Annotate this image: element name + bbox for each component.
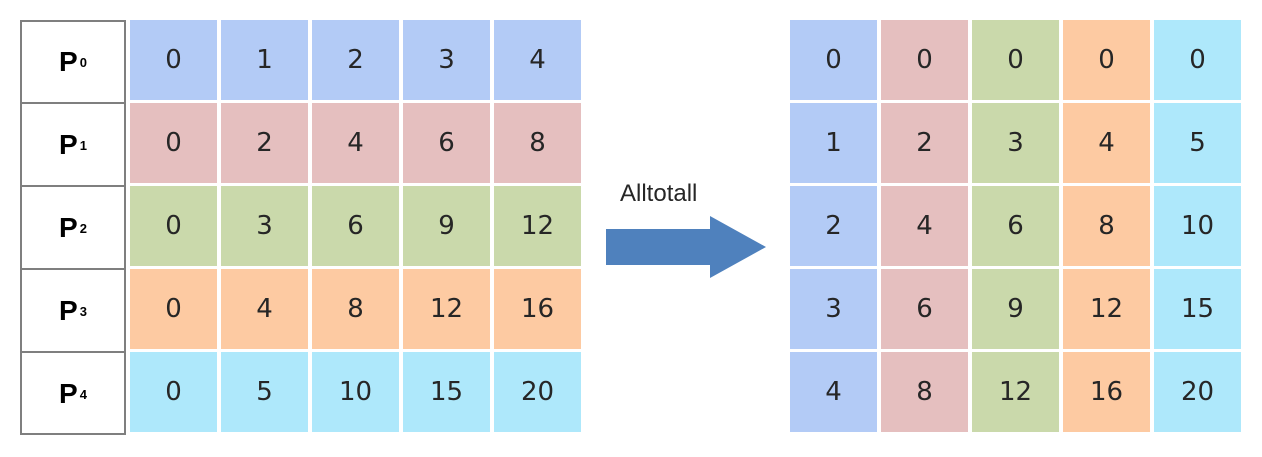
- before-cell-r0-c0: 0: [130, 20, 217, 100]
- before-cell-r3-c3: 12: [403, 269, 490, 349]
- process-label-letter: P: [59, 129, 78, 160]
- process-label-index: 0: [79, 54, 87, 70]
- process-label-index: 4: [79, 386, 87, 402]
- process-separator: [22, 185, 124, 187]
- after-cell-r2-c0: 2: [790, 186, 877, 266]
- before-cell-r2-c1: 3: [221, 186, 308, 266]
- after-cell-r1-c3: 4: [1063, 103, 1150, 183]
- after-cell-r3-c4: 15: [1154, 269, 1241, 349]
- before-cell-r0-c2: 2: [312, 20, 399, 100]
- process-label-index: 1: [79, 137, 87, 153]
- after-cell-r3-c1: 6: [881, 269, 968, 349]
- after-cell-r2-c2: 6: [972, 186, 1059, 266]
- process-label-letter: P: [59, 295, 78, 326]
- after-cell-r0-c4: 0: [1154, 20, 1241, 100]
- before-cell-r1-c2: 4: [312, 103, 399, 183]
- after-cell-r0-c0: 0: [790, 20, 877, 100]
- after-cell-r1-c4: 5: [1154, 103, 1241, 183]
- before-cell-r0-c1: 1: [221, 20, 308, 100]
- before-cell-r4-c1: 5: [221, 352, 308, 432]
- after-cell-r3-c2: 9: [972, 269, 1059, 349]
- process-separator: [22, 102, 124, 104]
- right-arrow-icon: [606, 216, 766, 278]
- process-label-index: 3: [79, 303, 87, 319]
- before-cell-r3-c4: 16: [494, 269, 581, 349]
- before-cell-r1-c1: 2: [221, 103, 308, 183]
- after-cell-r3-c3: 12: [1063, 269, 1150, 349]
- after-cell-r4-c2: 12: [972, 352, 1059, 432]
- after-cell-r1-c2: 3: [972, 103, 1059, 183]
- process-separator: [22, 268, 124, 270]
- after-cell-r4-c0: 4: [790, 352, 877, 432]
- after-cell-r4-c3: 16: [1063, 352, 1150, 432]
- after-cell-r3-c0: 3: [790, 269, 877, 349]
- process-label-letter: P: [59, 378, 78, 409]
- process-label-index: 2: [79, 220, 87, 236]
- before-cell-r1-c0: 0: [130, 103, 217, 183]
- after-cell-r2-c3: 8: [1063, 186, 1150, 266]
- process-label-letter: P: [59, 212, 78, 243]
- before-cell-r3-c0: 0: [130, 269, 217, 349]
- before-cell-r3-c2: 8: [312, 269, 399, 349]
- after-cell-r1-c1: 2: [881, 103, 968, 183]
- before-cell-r0-c4: 4: [494, 20, 581, 100]
- operation-label: Alltotall: [620, 180, 698, 207]
- after-cell-r4-c4: 20: [1154, 352, 1241, 432]
- before-cell-r2-c0: 0: [130, 186, 217, 266]
- after-cell-r0-c3: 0: [1063, 20, 1150, 100]
- after-cell-r1-c0: 1: [790, 103, 877, 183]
- before-cell-r1-c4: 8: [494, 103, 581, 183]
- before-cell-r1-c3: 6: [403, 103, 490, 183]
- after-cell-r2-c4: 10: [1154, 186, 1241, 266]
- process-label-letter: P: [59, 46, 78, 77]
- after-cell-r2-c1: 4: [881, 186, 968, 266]
- after-cell-r0-c2: 0: [972, 20, 1059, 100]
- before-cell-r2-c2: 6: [312, 186, 399, 266]
- after-cell-r4-c1: 8: [881, 352, 968, 432]
- before-cell-r4-c3: 15: [403, 352, 490, 432]
- before-cell-r4-c0: 0: [130, 352, 217, 432]
- before-cell-r2-c4: 12: [494, 186, 581, 266]
- before-cell-r4-c2: 10: [312, 352, 399, 432]
- process-separator: [22, 351, 124, 353]
- after-cell-r0-c1: 0: [881, 20, 968, 100]
- before-cell-r3-c1: 4: [221, 269, 308, 349]
- before-cell-r2-c3: 9: [403, 186, 490, 266]
- before-cell-r4-c4: 20: [494, 352, 581, 432]
- before-cell-r0-c3: 3: [403, 20, 490, 100]
